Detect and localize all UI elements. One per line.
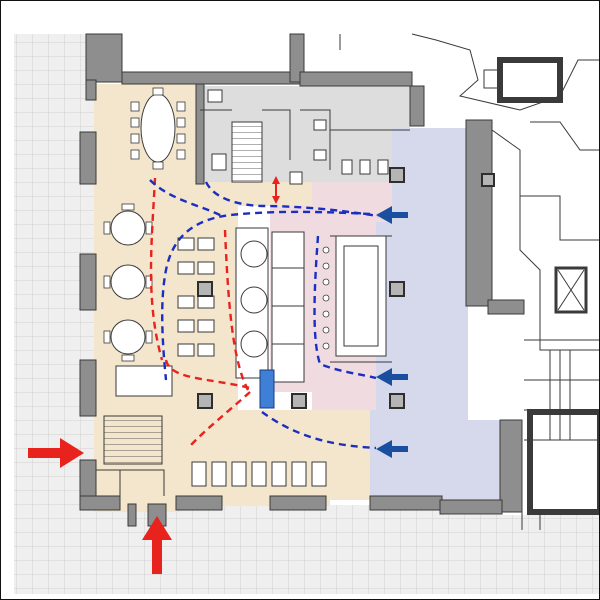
bottom-row-tables <box>191 461 327 487</box>
entrance-arrows <box>28 438 172 574</box>
four-top-tables <box>177 237 215 357</box>
booths <box>235 227 305 409</box>
restrooms <box>200 89 410 185</box>
bar-counter <box>322 235 392 363</box>
round-tables <box>103 203 153 362</box>
exterior-paving <box>14 34 600 594</box>
staff-flow <box>149 179 379 450</box>
columns <box>197 167 495 409</box>
bar-stools <box>322 246 330 350</box>
service-arrows <box>376 206 408 458</box>
kitchen-area-zone <box>370 128 520 500</box>
service-arrow-1 <box>376 206 408 224</box>
highlight-booth <box>259 369 275 409</box>
oval-table <box>140 93 176 163</box>
neighbor-outlines <box>339 33 600 530</box>
dining-furniture <box>96 87 327 496</box>
service-arrow-3 <box>376 440 408 458</box>
oval-table-chairs <box>130 87 186 170</box>
entry-vestibule <box>96 469 165 496</box>
guest-flow <box>149 177 251 447</box>
walls <box>79 33 525 527</box>
entry-stair <box>103 415 163 465</box>
service-station <box>115 365 173 397</box>
entrance-arrow-left <box>28 438 84 468</box>
entrance-arrow-bottom <box>142 516 172 574</box>
restroom-link-arrow <box>272 176 280 204</box>
service-arrow-2 <box>376 368 408 386</box>
